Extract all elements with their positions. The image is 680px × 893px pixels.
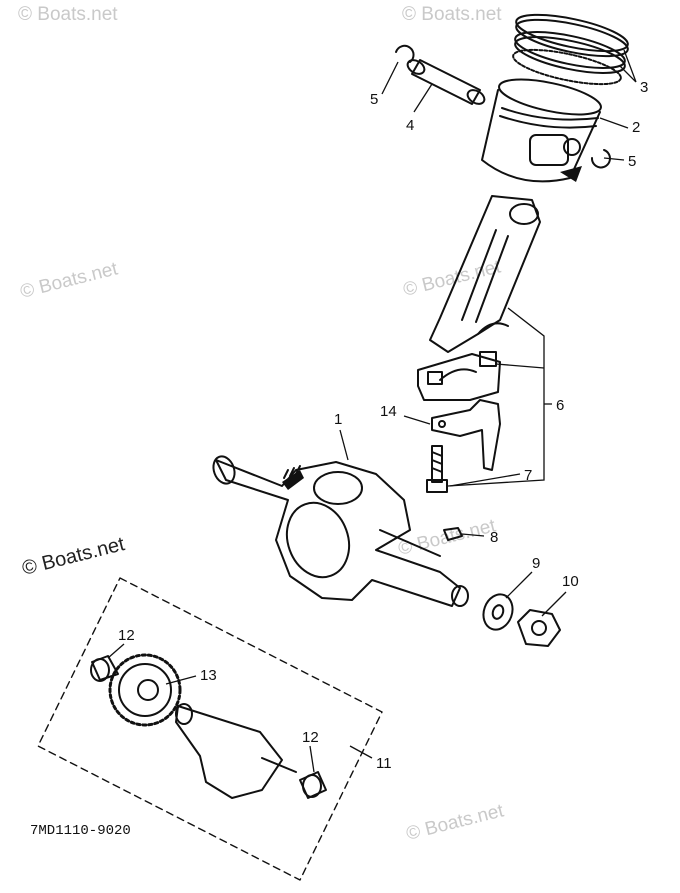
callout-crankshaft: 1: [334, 411, 342, 428]
washer: [482, 593, 514, 631]
callout-balancer-assy: 11: [376, 755, 392, 772]
piston-pin: [406, 59, 486, 105]
callout-nut: 10: [562, 573, 579, 590]
callout-bearing-top: 12: [118, 627, 135, 644]
watermark: © Boats.net: [20, 533, 127, 580]
piston: [481, 78, 602, 183]
callout-labels: 1 2 3 4 5 5 6 7 8 9 10 11 12 12 13 14: [118, 79, 648, 772]
watermark-layer: © Boats.net © Boats.net © Boats.net © Bo…: [18, 4, 507, 845]
crankshaft: [212, 455, 469, 607]
balancer-shaft: [175, 703, 297, 799]
callout-connecting-rod: 6: [556, 397, 564, 414]
balancer-assembly-frame: [37, 577, 383, 881]
callout-rod-bolt: 7: [524, 467, 532, 484]
circlip-left: [395, 44, 415, 63]
callout-piston: 2: [632, 119, 640, 136]
bearing-bottom: [299, 771, 327, 799]
nut: [517, 609, 561, 647]
piston-rings: [512, 13, 629, 86]
watermark: © Boats.net: [402, 4, 502, 25]
watermark: © Boats.net: [18, 258, 120, 303]
connecting-rod: [429, 195, 541, 353]
watermark: © Boats.net: [401, 256, 503, 301]
balancer-gear: [108, 653, 182, 727]
callout-circlip-right: 5: [628, 153, 636, 170]
callout-washer: 9: [532, 555, 540, 572]
callout-key: 8: [490, 529, 498, 546]
callout-piston-rings: 3: [640, 79, 648, 96]
rod-cap: [417, 351, 501, 401]
watermark: © Boats.net: [404, 800, 506, 845]
callout-bearing-bottom: 12: [302, 729, 319, 746]
diagram-code: 7MD1110-9020: [30, 823, 131, 839]
circlip-right: [590, 149, 611, 169]
callout-circlip-left: 5: [370, 91, 378, 108]
callout-balancer-gear: 13: [200, 667, 217, 684]
callout-oil-scraper: 14: [380, 403, 397, 420]
bearing-top: [90, 655, 119, 682]
woodruff-key: [443, 527, 463, 541]
rod-bolt: [426, 445, 448, 493]
watermark: © Boats.net: [18, 4, 118, 25]
oil-scraper: [431, 399, 501, 471]
callout-piston-pin: 4: [406, 117, 414, 134]
leader-lines: [107, 49, 637, 773]
